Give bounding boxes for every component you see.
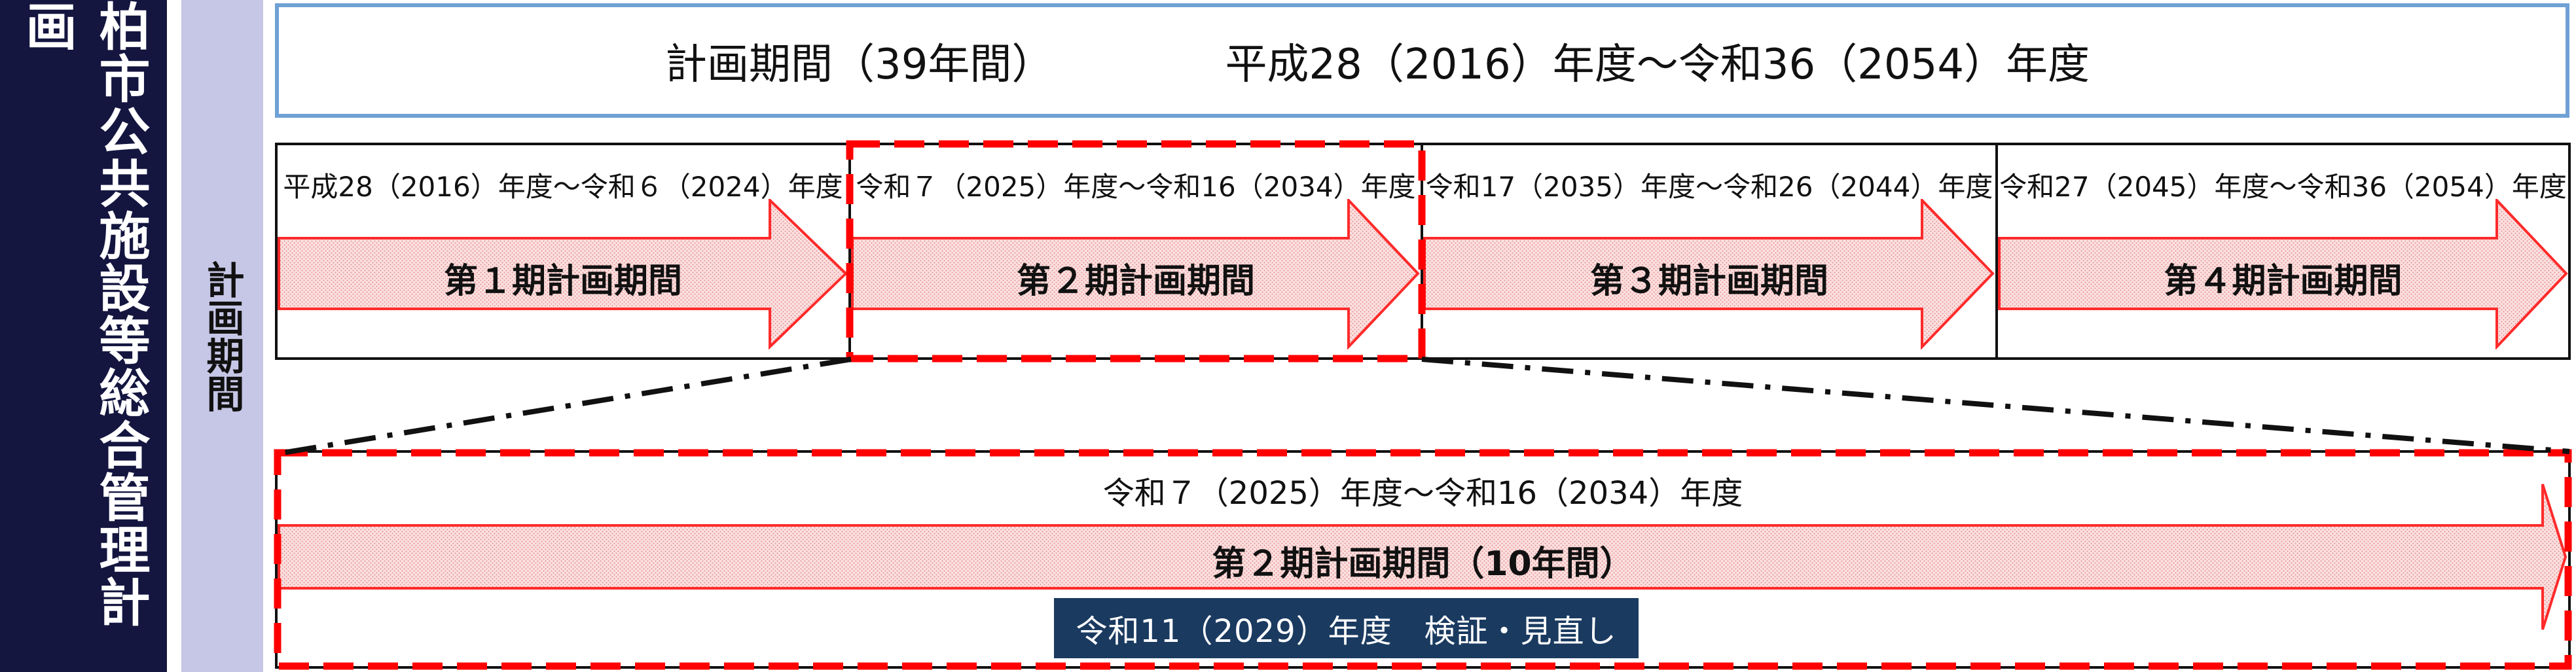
detail-box: 令和７（2025）年度～令和16（2034）年度 第２期計画期間（10年間） 令…	[275, 450, 2571, 669]
phase-1-arrow	[278, 199, 848, 349]
phase-3-label: 第３期計画期間	[1589, 262, 1828, 301]
total-period-range: 平成28（2016）年度～令和36（2054）年度	[1225, 40, 2090, 89]
phase-3-range: 令和17（2035）年度～令和26（2044）年度	[1425, 171, 1993, 203]
period-side-label: 計画期間	[181, 0, 263, 672]
phase-4-range: 令和27（2045）年度～令和36（2054）年度	[1999, 171, 2567, 203]
phase-4-arrow	[1998, 199, 2568, 349]
phase-3-box: 令和17（2035）年度～令和26（2044）年度 第３期計画期間	[1421, 143, 1998, 360]
phase-2-box: 令和７（2025）年度～令和16（2034）年度 第２期計画期間	[848, 143, 1423, 360]
total-period-box: 計画期間（39年間） 平成28（2016）年度～令和36（2054）年度	[275, 3, 2569, 118]
phase-4-box: 令和27（2045）年度～令和36（2054）年度 第４期計画期間	[1995, 143, 2571, 360]
phase-1-box: 平成28（2016）年度～令和６（2024）年度 第１期計画期間	[275, 143, 851, 360]
connector-line-right	[1421, 357, 2570, 454]
phase-2-label: 第２期計画期間	[1016, 262, 1255, 301]
phase-4-label: 第４期計画期間	[2164, 262, 2403, 301]
connector-line-left	[278, 357, 852, 456]
detail-label: 第２期計画期間（10年間）	[1212, 544, 1634, 584]
phase-3-arrow	[1423, 199, 1995, 349]
review-badge: 令和11（2029）年度 検証・見直し	[1054, 598, 1639, 658]
phase-1-range: 平成28（2016）年度～令和６（2024）年度	[283, 171, 843, 203]
total-period-label: 計画期間（39年間）	[665, 40, 1054, 89]
plan-name-banner: 柏市公共施設等総合管理計画	[0, 0, 167, 672]
phase-1-label: 第１期計画期間	[443, 262, 682, 301]
